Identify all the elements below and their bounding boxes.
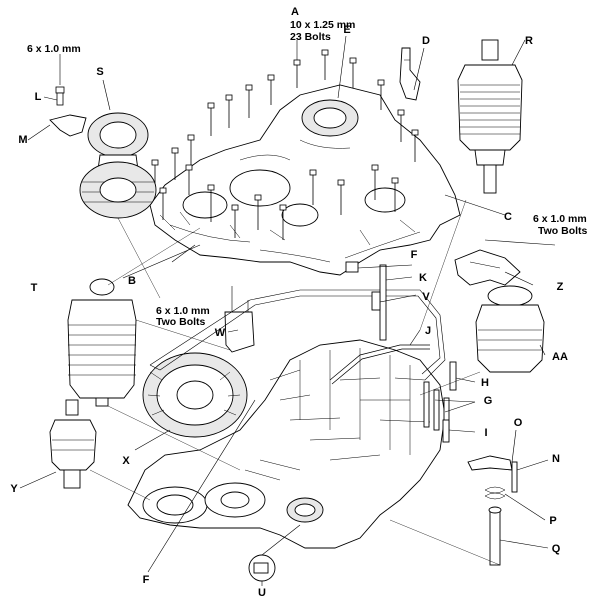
bracket-z [454, 249, 521, 286]
label-z: Z [557, 281, 564, 293]
label-i: I [484, 427, 487, 439]
gear-cluster-s [79, 112, 157, 219]
shift-rod-k [379, 264, 387, 341]
label-q: Q [552, 543, 561, 555]
label-t: T [31, 282, 38, 294]
part-labels: A 10 x 1.25 mm 23 Bolts E D R 6 x 1.0 mm… [10, 6, 587, 599]
lower-transmission-case [127, 339, 446, 549]
label-w: W [215, 327, 226, 339]
spring-p [484, 486, 506, 500]
label-x: X [122, 455, 130, 467]
pin-n [511, 461, 518, 493]
bracket-w [224, 286, 255, 353]
label-r: R [525, 35, 533, 47]
label-a: A [291, 6, 299, 18]
label-p: P [549, 515, 556, 527]
label-l: L [35, 91, 42, 103]
label-f-bottom: F [143, 574, 150, 586]
pipe-j [329, 344, 430, 385]
shaft-y [49, 399, 97, 489]
label-h: H [481, 377, 489, 389]
label-v: V [422, 291, 430, 303]
bracket-d [399, 47, 421, 101]
ring-gear-x [142, 352, 248, 438]
pin-v [371, 291, 381, 311]
label-f-top: F [411, 249, 418, 261]
dowel-pins-g [423, 381, 450, 434]
label-d: D [422, 35, 430, 47]
shift-lever-o [467, 455, 513, 471]
upper-transmission-housing [149, 84, 461, 276]
pin-h [449, 361, 457, 391]
label-m: M [18, 134, 27, 146]
detail-u [248, 524, 301, 582]
spec-w-size: 6 x 1.0 mm [156, 305, 210, 317]
spec-w-count: Two Bolts [156, 316, 206, 328]
shaft-assembly-t [67, 278, 137, 407]
shaft-assembly-r [457, 39, 523, 194]
bolt-l [55, 86, 65, 106]
leader-lines [19, 35, 556, 586]
label-aa: AA [552, 351, 568, 363]
label-c: C [504, 211, 512, 223]
spec-l-size: 6 x 1.0 mm [27, 43, 81, 55]
label-o: O [514, 417, 523, 429]
label-u: U [258, 587, 266, 599]
pin-i [442, 419, 450, 443]
magnet-f-top [345, 261, 359, 273]
label-e: E [343, 24, 350, 36]
spec-a-size: 10 x 1.25 mm [290, 19, 355, 31]
label-g: G [484, 395, 493, 407]
label-s: S [96, 66, 103, 78]
shift-fork-m [49, 114, 87, 137]
spec-z-count: Two Bolts [538, 225, 588, 237]
label-y: Y [10, 483, 18, 495]
label-k: K [419, 272, 427, 284]
alignment-guides [89, 199, 501, 566]
spec-a-count: 23 Bolts [290, 31, 331, 43]
spec-z-size: 6 x 1.0 mm [533, 213, 587, 225]
label-n: N [552, 453, 560, 465]
label-j: J [425, 325, 431, 337]
shaft-q [488, 506, 502, 566]
label-b: B [128, 275, 136, 287]
clutch-drum-aa [475, 285, 545, 373]
